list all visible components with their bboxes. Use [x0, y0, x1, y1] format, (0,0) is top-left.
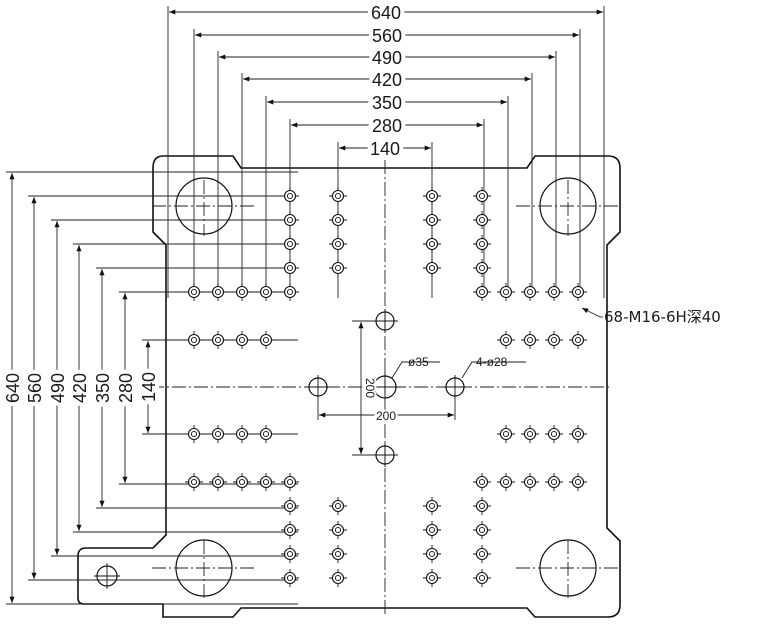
tapped-hole	[209, 425, 227, 443]
horizontal-dimension-label: 420	[372, 70, 402, 90]
tapped-hole	[423, 235, 441, 253]
tapped-hole	[473, 187, 491, 205]
tapped-hole	[423, 545, 441, 563]
tapped-hole	[497, 425, 515, 443]
tapped-hole	[521, 425, 539, 443]
handle-hole	[94, 563, 120, 589]
tapped-hole	[281, 497, 299, 515]
tapped-hole	[257, 425, 275, 443]
tapped-hole	[473, 569, 491, 587]
tapped-hole	[473, 235, 491, 253]
tapped-hole	[423, 259, 441, 277]
tapped-hole	[281, 521, 299, 539]
tapped-hole	[281, 545, 299, 563]
tapped-hole	[329, 259, 347, 277]
vertical-dimension-label: 490	[48, 373, 68, 403]
tapped-hole	[257, 283, 275, 301]
tapped-hole	[233, 425, 251, 443]
tapped-hole	[423, 569, 441, 587]
tapped-hole	[423, 187, 441, 205]
tapped-hole	[521, 283, 539, 301]
tapped-holes	[185, 187, 587, 587]
central-holes: 200 200 ø35 4-ø28	[306, 309, 526, 467]
tapped-hole	[545, 425, 563, 443]
tapped-hole	[545, 331, 563, 349]
tapped-hole	[569, 425, 587, 443]
tapped-hole	[497, 283, 515, 301]
tapped-hole	[257, 331, 275, 349]
tapped-hole	[185, 331, 203, 349]
tapped-hole	[281, 473, 299, 491]
tapped-hole	[569, 331, 587, 349]
vertical-dimension-label: 420	[70, 373, 90, 403]
tapped-hole	[281, 259, 299, 277]
tapped-hole	[185, 283, 203, 301]
tapped-hole	[545, 283, 563, 301]
tapped-hole	[209, 283, 227, 301]
horizontal-dimension-label: 490	[372, 48, 402, 68]
tapped-hole	[329, 545, 347, 563]
horizontal-dimension-label: 640	[371, 3, 401, 23]
tapped-hole	[473, 545, 491, 563]
tapped-hole	[329, 521, 347, 539]
vertical-dimension-label: 280	[116, 373, 136, 403]
corner-bosses	[152, 177, 620, 600]
tapped-hole	[497, 331, 515, 349]
tapped-hole	[329, 211, 347, 229]
tapped-hole	[423, 211, 441, 229]
tapped-hole	[329, 187, 347, 205]
horizontal-dimension-label: 350	[372, 93, 402, 113]
tapped-hole	[281, 211, 299, 229]
tapped-hole	[423, 497, 441, 515]
tapped-hole	[281, 283, 299, 301]
tapped-hole	[209, 473, 227, 491]
tapped-hole	[521, 473, 539, 491]
tapped-hole	[423, 521, 441, 539]
tapped-hole	[329, 235, 347, 253]
vertical-dimension-label: 560	[25, 373, 45, 403]
tapped-hole	[281, 235, 299, 253]
tapped-hole	[569, 473, 587, 491]
platen-outline	[77, 155, 621, 618]
vertical-dimension-label: 350	[93, 373, 113, 403]
hole-spacing-horizontal: 200	[376, 409, 396, 423]
tapped-hole	[473, 211, 491, 229]
tapped-hole	[473, 521, 491, 539]
thread-callout: 68-M16-6H深40	[604, 308, 721, 326]
vertical-dimension-label: 140	[139, 372, 159, 402]
tapped-hole	[521, 331, 539, 349]
tapped-hole	[329, 497, 347, 515]
tapped-hole	[209, 331, 227, 349]
tapped-hole	[185, 425, 203, 443]
tapped-hole	[281, 569, 299, 587]
tapped-hole	[185, 473, 203, 491]
tie-holes-label: 4-ø28	[476, 355, 508, 369]
tapped-hole	[329, 569, 347, 587]
tapped-hole	[473, 497, 491, 515]
tapped-hole	[473, 473, 491, 491]
horizontal-dimension-label: 140	[370, 139, 400, 159]
tapped-hole	[473, 259, 491, 277]
tapped-hole	[281, 187, 299, 205]
tapped-hole	[569, 283, 587, 301]
tapped-hole	[233, 331, 251, 349]
horizontal-dimension-label: 280	[372, 116, 402, 136]
tapped-hole	[473, 283, 491, 301]
tapped-hole	[545, 473, 563, 491]
tapped-hole	[257, 473, 275, 491]
tapped-hole	[233, 473, 251, 491]
hole-spacing-vertical: 200	[363, 378, 377, 398]
tapped-hole	[233, 283, 251, 301]
vertical-dimension-label: 640	[3, 373, 23, 403]
tapped-hole	[497, 473, 515, 491]
horizontal-dimension-label: 560	[372, 26, 402, 46]
center-hole-label: ø35	[408, 355, 429, 369]
